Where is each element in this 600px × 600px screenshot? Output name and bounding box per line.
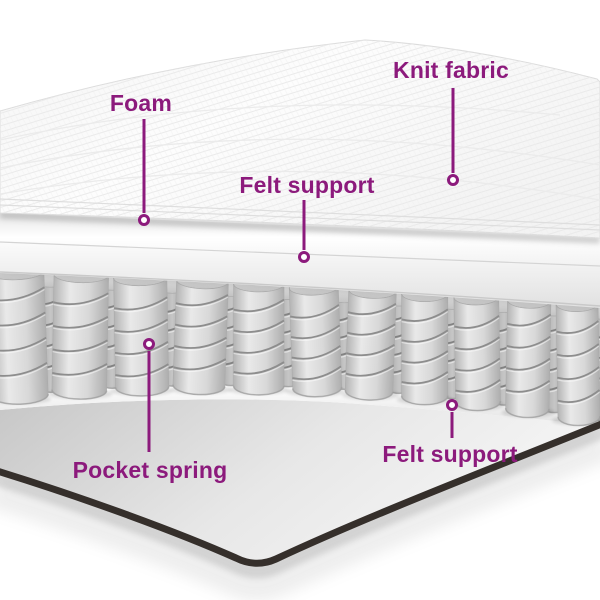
pocket-spring-front [453, 288, 502, 412]
pocket-spring-front [172, 272, 229, 396]
knit-fabric-label: Knit fabric [393, 57, 509, 83]
pocket-spring-label: Pocket spring [73, 457, 228, 483]
pocket-spring-front [288, 278, 343, 398]
foam-band [0, 213, 600, 268]
border-seam-2 [0, 204, 600, 231]
cast-shadow-far [0, 422, 600, 600]
quilting-row-1 [0, 104, 561, 141]
felt-support-top-label: Felt support [239, 172, 374, 198]
base-cast-shadow [0, 422, 600, 600]
felt-band [0, 242, 600, 308]
pocket-spring-front [504, 291, 552, 419]
pocket-spring-marker [143, 338, 155, 350]
felt-bottom-edge [0, 271, 600, 307]
annotation-felt-support-top: Felt support [239, 172, 375, 263]
pocket-spring-front [113, 269, 170, 397]
fabric-shadow [0, 211, 600, 244]
annotations: Knit fabric Foam Felt support Pocket spr… [73, 57, 518, 483]
annotation-knit-fabric: Knit fabric [393, 57, 509, 186]
knit-fabric-marker [447, 174, 459, 186]
felt-support-top-marker [298, 251, 310, 263]
quilting-row-3 [0, 170, 600, 201]
foam-label: Foam [110, 90, 172, 116]
annotation-felt-support-bottom: Felt support [382, 399, 518, 467]
pocket-spring-front [51, 266, 110, 400]
felt-support-bottom-label: Felt support [382, 441, 517, 467]
foam-marker [138, 214, 150, 226]
border-seam-1 [0, 198, 600, 226]
pocket-spring-front [344, 282, 397, 401]
annotation-pocket-spring: Pocket spring [73, 338, 228, 483]
knit-fabric-layer [0, 39, 600, 239]
quilting-row-2 [0, 138, 600, 169]
felt-support-bottom-marker [446, 399, 458, 411]
annotation-foam: Foam [110, 90, 172, 226]
base-edge [0, 420, 600, 567]
pocket-spring-front [0, 263, 49, 405]
cast-shadow-near [0, 422, 600, 579]
pocket-spring-front [400, 285, 449, 406]
pocket-spring-front [232, 275, 285, 396]
pocket-spring-front [555, 295, 600, 427]
felt-support-layer [0, 242, 600, 308]
